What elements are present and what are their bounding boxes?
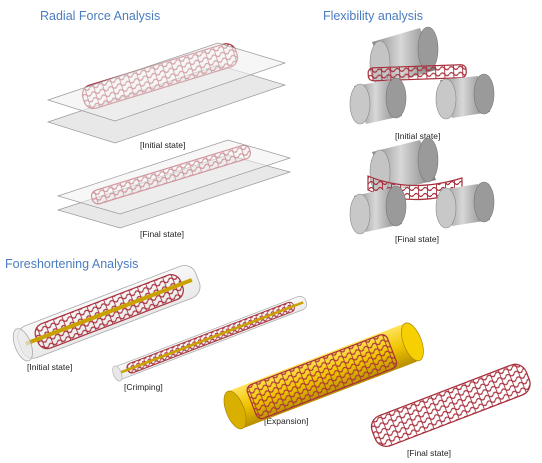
- cylinder: [349, 77, 407, 125]
- radial-final-caption: [Final state]: [140, 229, 184, 239]
- radial-final-figure: [56, 139, 292, 229]
- fs-crimping-figure: [112, 295, 307, 382]
- flexibility-title: Flexibility analysis: [323, 9, 424, 23]
- guide-rod: [117, 301, 304, 375]
- fs-final-figure: [370, 363, 531, 448]
- fs-initial-caption: [Initial state]: [27, 362, 73, 372]
- fs-crimping-caption: [Crimping]: [124, 382, 163, 392]
- fs-expansion-caption: [Expansion]: [264, 416, 309, 426]
- foreshortening-title: Foreshortening Analysis: [5, 257, 139, 271]
- cylinder: [435, 73, 495, 120]
- flex-final-figure: [349, 137, 495, 235]
- stent-body: [370, 363, 531, 448]
- flex-final-caption: [Final state]: [395, 234, 439, 244]
- radial-initial-figure: [46, 42, 287, 144]
- stent-body: [367, 64, 467, 82]
- fs-expansion-figure: [223, 322, 424, 430]
- stent-body: [246, 334, 398, 420]
- top-plate: [56, 139, 292, 215]
- flex-initial-figure: [349, 26, 495, 125]
- top-plate: [46, 42, 287, 122]
- cylinder: [349, 185, 407, 235]
- cylinder: [435, 181, 495, 229]
- fs-initial-figure: [12, 265, 201, 362]
- fs-final-caption: [Final state]: [407, 448, 451, 458]
- guide-rod: [24, 278, 193, 346]
- radial-force-title: Radial Force Analysis: [40, 9, 161, 23]
- radial-initial-caption: [Initial state]: [140, 140, 186, 150]
- cylinder: [369, 137, 439, 195]
- flex-initial-caption: [Initial state]: [395, 131, 441, 141]
